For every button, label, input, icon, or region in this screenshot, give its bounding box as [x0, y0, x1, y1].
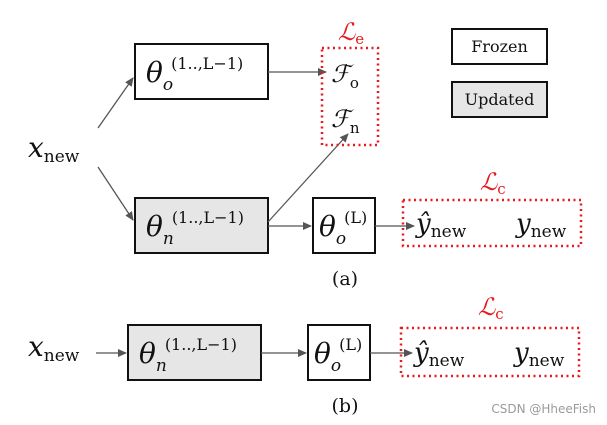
class-loss-box-b: [399, 326, 581, 378]
target-b: ynew: [513, 338, 565, 371]
caption-a: (a): [332, 268, 358, 290]
old-feature: ℱo: [331, 60, 359, 92]
feature-loss-label: ℒe: [338, 18, 364, 48]
legend-frozen-label: Frozen: [471, 37, 528, 56]
classifier-head-label-b: θo(L): [314, 335, 362, 376]
classifier-head-label: θo(L): [319, 208, 367, 249]
updated-backbone-label-b: θn(1..,L−1): [139, 335, 237, 376]
panel-b: xnew θn(1..,L−1) θo(L) ℒc ŷnew ynew (b): [28, 293, 581, 417]
class-loss-label-b: ℒc: [478, 293, 504, 323]
classifier-head-box-b: [307, 324, 371, 381]
new-feature: ℱn: [331, 105, 360, 137]
feature-loss-box: [320, 46, 380, 147]
class-loss-box-a: [401, 198, 583, 248]
panel-a: xnew θo(1..,L−1) θn(1..,L−1) ℒe ℱo ℱn: [28, 18, 583, 290]
arrow-updated-to-new-feature: [267, 133, 349, 223]
legend-frozen-box: [451, 28, 548, 65]
panel-b-input: xnew: [28, 330, 80, 366]
arrow-input-to-frozen: [97, 77, 134, 129]
caption-b: (b): [332, 395, 359, 417]
target-a: ynew: [515, 209, 567, 242]
watermark: CSDN @HheeFish: [491, 402, 596, 416]
frozen-backbone-label: θo(1..,L−1): [146, 54, 243, 95]
legend-updated-box: [451, 81, 548, 118]
arrow-input-to-updated: [97, 166, 134, 221]
class-loss-label-a: ℒc: [480, 168, 506, 198]
updated-backbone-box: [134, 197, 269, 254]
classifier-head-box: [312, 197, 376, 254]
prediction-a: ŷnew: [415, 209, 467, 242]
legend-updated-label: Updated: [465, 90, 535, 109]
prediction-b: ŷnew: [413, 338, 465, 371]
panel-a-input: xnew: [28, 131, 80, 167]
updated-backbone-label: θn(1..,L−1): [146, 208, 244, 249]
